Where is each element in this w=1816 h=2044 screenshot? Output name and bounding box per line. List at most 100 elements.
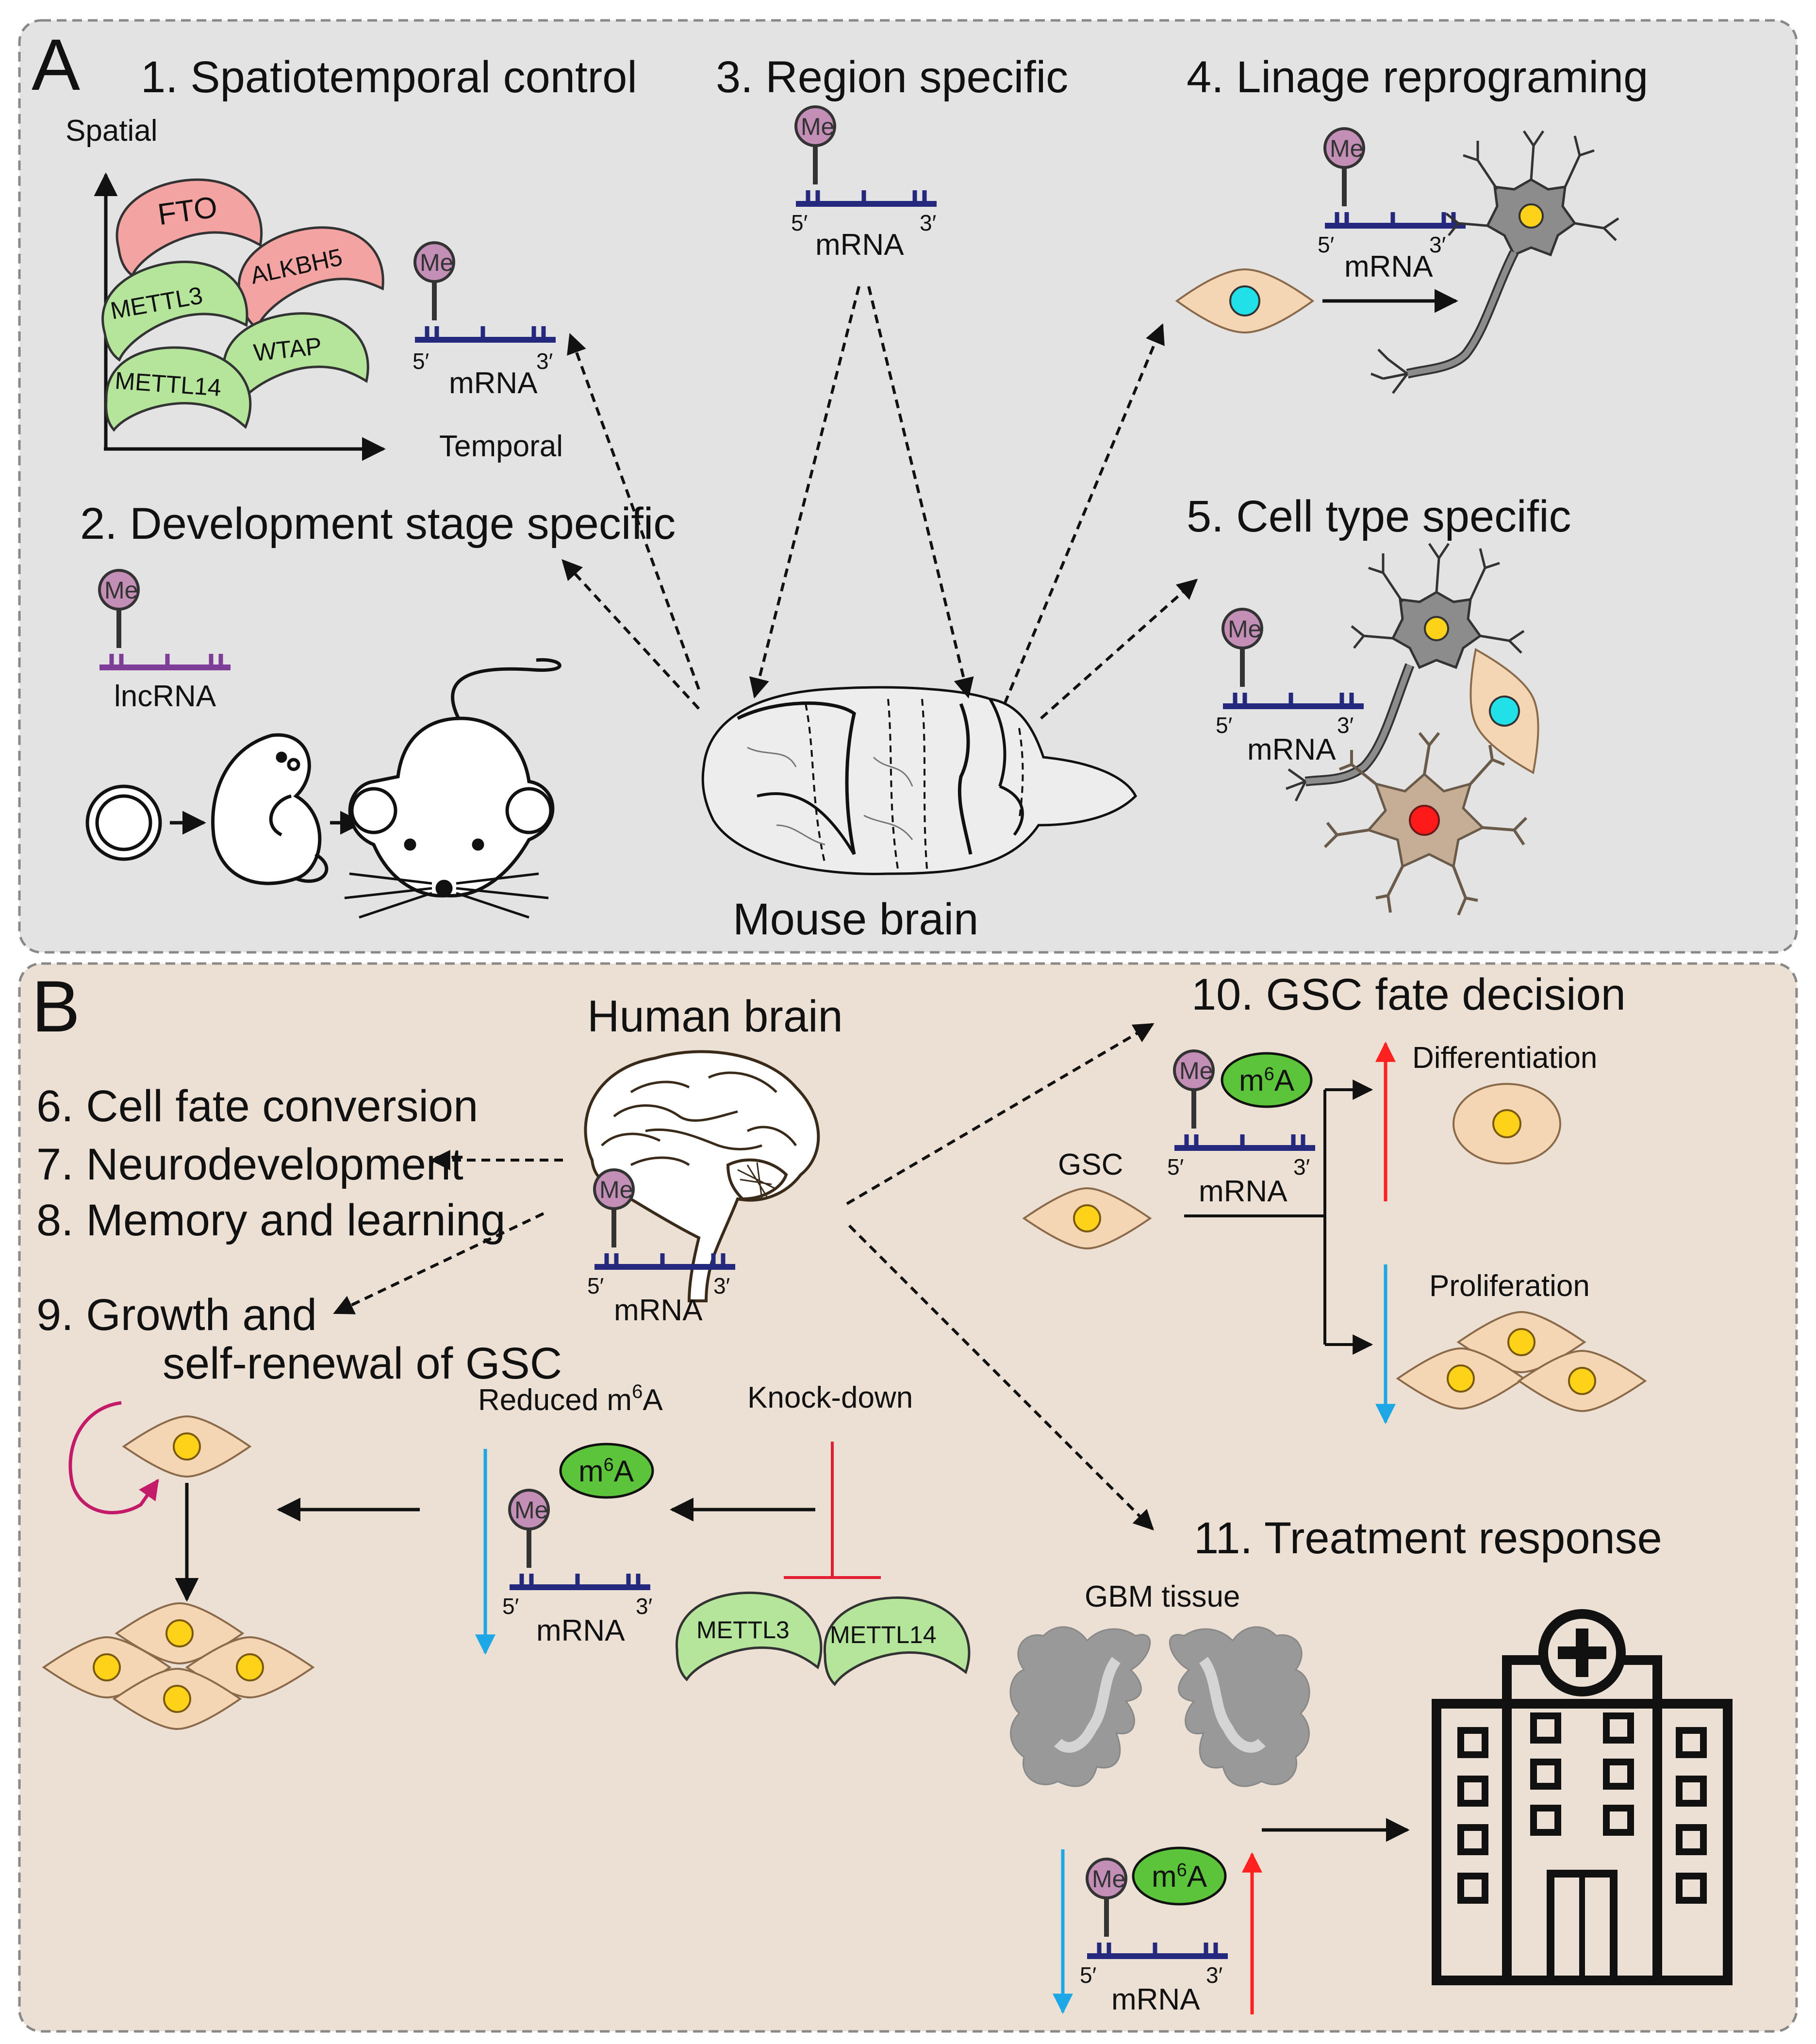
b-item-6: 6. Cell fate conversion: [36, 1081, 478, 1131]
m6a-m: m: [1152, 1860, 1177, 1894]
s3-mrna: Me 5′ 3′ mRNA: [791, 107, 937, 262]
me-label: Me: [1330, 135, 1363, 162]
five-prime: 5′: [1080, 1962, 1096, 1988]
panel-a-letter: A: [32, 24, 80, 105]
enzyme-label-s9-mettl3: METTL3: [696, 1616, 790, 1644]
mrna-label: mRNA: [1111, 1983, 1200, 2016]
s4-mrna: Me 5′ 3′ mRNA: [1318, 129, 1466, 283]
mrna-label: mRNA: [1247, 733, 1336, 766]
m6a-a: A: [1187, 1860, 1207, 1894]
self-renewal-arrow: [68, 1401, 159, 1514]
s9-enzyme-mettl14: METTL14: [825, 1597, 969, 1684]
s4-neuron: [1370, 131, 1618, 394]
three-prime: 3′: [1337, 713, 1354, 738]
s3-title: 3. Region specific: [716, 52, 1068, 102]
arrow-to-s11: [848, 1224, 1154, 1530]
arrow-s3-left: [749, 286, 860, 699]
me-label: Me: [1228, 615, 1261, 643]
mrna-label: mRNA: [536, 1614, 625, 1647]
three-prime: 3′: [536, 349, 553, 374]
panel-a-title: Mouse brain: [733, 895, 978, 944]
s9-m6a-badge: m6A: [559, 1443, 654, 1499]
s5-glial-cell: [1469, 648, 1539, 774]
reduced-tail: A: [643, 1383, 663, 1417]
me-label: Me: [1179, 1057, 1213, 1084]
arrow-to-s2: [561, 559, 700, 710]
s9-title-1: 9. Growth and: [36, 1290, 317, 1340]
s9-knockdown-label: Knock-down: [747, 1381, 913, 1414]
s4-title: 4. Linage reprograming: [1187, 52, 1648, 102]
s5-title: 5. Cell type specific: [1187, 492, 1571, 541]
b-item-7: 7. Neurodevelopment: [36, 1140, 463, 1189]
s11-title: 11. Treatment response: [1194, 1513, 1662, 1563]
three-prime: 3′: [636, 1594, 652, 1619]
me-label: Me: [514, 1496, 548, 1524]
three-prime: 3′: [1293, 1154, 1310, 1180]
astrocyte-icon: [1323, 732, 1528, 916]
mouse-icon: [344, 658, 561, 919]
five-prime: 5′: [502, 1594, 519, 1619]
m6a-text: m6A: [1239, 1064, 1295, 1097]
m6a-a: A: [614, 1455, 634, 1488]
five-prime: 5′: [1216, 713, 1232, 738]
s5-neuron: [1286, 544, 1524, 802]
s9-title-2: self-renewal of GSC: [163, 1339, 562, 1388]
enzyme-label-fto: FTO: [156, 190, 219, 232]
s11-m6a-badge: m6A: [1132, 1846, 1227, 1906]
arrow-to-s10: [846, 1023, 1155, 1205]
enzyme-wtap: WTAP: [218, 307, 371, 408]
reduced-sup: 6: [632, 1381, 643, 1402]
s1-y-axis-label: Spatial: [66, 114, 158, 148]
s11-mrna: Me 5′ 3′ mRNA: [1080, 1859, 1228, 2016]
s4-progenitor-cell: [1175, 268, 1315, 334]
m6a-six: 6: [604, 1455, 614, 1475]
lncrna-label: lncRNA: [114, 680, 216, 713]
inhibition-bar: [784, 1442, 881, 1579]
m6a-six: 6: [1264, 1064, 1274, 1084]
m6a-six: 6: [1177, 1860, 1187, 1880]
s10-proliferation-label: Proliferation: [1429, 1269, 1590, 1303]
arrow-to-s1: [567, 333, 700, 690]
arrow-to-s4: [1003, 323, 1165, 705]
arrow-to-s9: [333, 1212, 545, 1314]
me-label: Me: [599, 1176, 633, 1203]
panel-b-title: Human brain: [587, 992, 843, 1041]
b-item-8: 8. Memory and learning: [36, 1196, 506, 1245]
s10-differentiation-label: Differentiation: [1412, 1041, 1597, 1075]
s10-branch: [1184, 1080, 1373, 1355]
enzyme-label-s9-mettl14: METTL14: [830, 1621, 937, 1648]
s10-title: 10. GSC fate decision: [1191, 970, 1626, 1019]
five-prime: 5′: [1167, 1154, 1184, 1180]
mrna-label: mRNA: [1199, 1175, 1288, 1208]
m6a-text: m6A: [578, 1455, 634, 1488]
mouse-brain-icon: [701, 686, 1138, 875]
panel-b-letter: B: [32, 965, 80, 1047]
panel-b-background: [18, 962, 1798, 2033]
three-prime: 3′: [1429, 232, 1446, 257]
enzyme-fto: FTO: [110, 171, 265, 277]
s11-tissue-label: GBM tissue: [1085, 1580, 1240, 1613]
mrna-label: mRNA: [1344, 250, 1433, 283]
reduced-text: Reduced m: [478, 1383, 632, 1417]
five-prime: 5′: [1318, 232, 1334, 257]
mrna-label: mRNA: [815, 228, 904, 262]
me-label: Me: [420, 249, 453, 276]
five-prime: 5′: [791, 210, 808, 235]
s1-mrna: Me 5′ 3′ mRNA: [413, 243, 556, 400]
human-brain-mrna: Me 5′ 3′ mRNA: [587, 1170, 735, 1327]
s2-title: 2. Development stage specific: [80, 499, 676, 548]
arrow-s3-right: [867, 286, 974, 699]
s10-m6a-badge: m6A: [1221, 1052, 1313, 1108]
gbm-tissue-icon: [1009, 1626, 1310, 1787]
s5-mrna: Me 5′ 3′ mRNA: [1216, 609, 1364, 766]
s1-title: 1. Spatiotemporal control: [141, 52, 637, 102]
s9-mrna: Me 5′ 3′ mRNA: [502, 1490, 652, 1647]
mrna-label: mRNA: [614, 1294, 703, 1327]
five-prime: 5′: [587, 1273, 604, 1298]
human-brain-icon: [584, 1050, 820, 1302]
s10-mrna: Me 5′ 3′ mRNA: [1167, 1051, 1315, 1208]
me-label: Me: [801, 113, 834, 140]
m6a-text: m6A: [1152, 1860, 1207, 1894]
m6a-m: m: [578, 1455, 604, 1488]
